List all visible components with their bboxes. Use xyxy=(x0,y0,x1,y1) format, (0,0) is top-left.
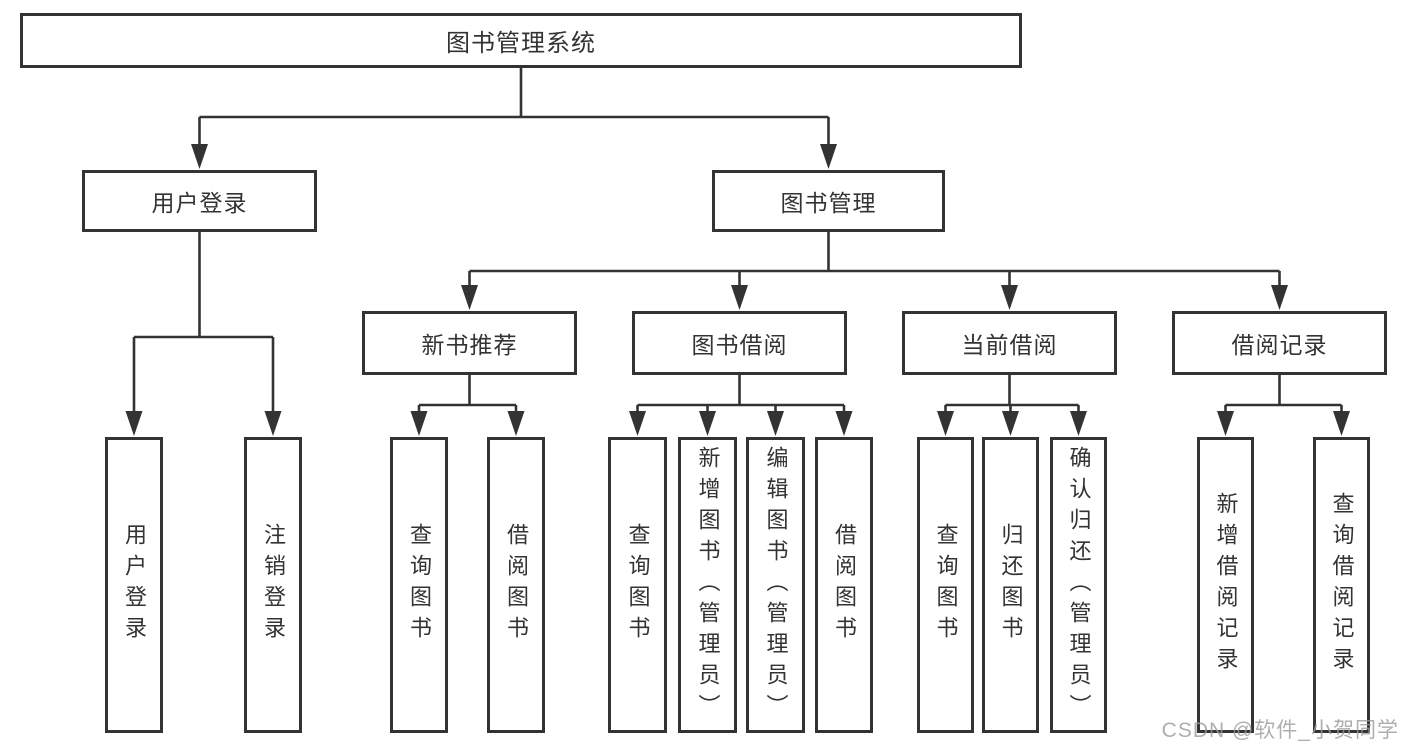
diagram-node-label: 用户登录 xyxy=(151,190,248,216)
diagram-node-label: 新增借阅记录 xyxy=(1213,492,1239,678)
diagram-node-leaf-bb-edit: 编辑图书（管理员） xyxy=(746,437,805,733)
diagram-node-leaf-nb-query: 查询图书 xyxy=(390,437,448,733)
diagram-node-label: 注销登录 xyxy=(261,523,286,647)
arrowhead-icon xyxy=(731,285,748,310)
diagram-node-current-borrow: 当前借阅 xyxy=(902,311,1117,375)
diagram-node-leaf-cb-return: 归还图书 xyxy=(982,437,1039,733)
arrowhead-icon xyxy=(191,144,208,169)
diagram-node-user-login: 用户登录 xyxy=(82,170,317,232)
diagram-node-book-mgmt: 图书管理 xyxy=(712,170,945,232)
diagram-node-label: 归还图书 xyxy=(998,523,1024,647)
arrowhead-icon xyxy=(1217,411,1234,436)
diagram-node-label: 图书借阅 xyxy=(691,332,788,358)
diagram-node-new-book: 新书推荐 xyxy=(362,311,577,375)
diagram-node-leaf-cb-confirm: 确认归还（管理员） xyxy=(1050,437,1107,733)
diagram-node-leaf-bb-add: 新增图书（管理员） xyxy=(678,437,737,733)
arrowhead-icon xyxy=(1001,285,1018,310)
diagram-node-label: 新增图书（管理员） xyxy=(695,445,721,725)
diagram-node-label: 借阅图书 xyxy=(504,523,529,647)
diagram-node-leaf-logout: 注销登录 xyxy=(244,437,302,733)
diagram-node-label: 用户登录 xyxy=(122,523,147,647)
arrowhead-icon xyxy=(767,411,784,436)
diagram-node-label: 当前借阅 xyxy=(961,332,1058,358)
diagram-node-leaf-bb-borrow: 借阅图书 xyxy=(815,437,873,733)
diagram-node-label: 编辑图书（管理员） xyxy=(763,445,789,725)
arrowhead-icon xyxy=(937,411,954,436)
arrowhead-icon xyxy=(835,411,853,436)
diagram-node-leaf-nb-borrow: 借阅图书 xyxy=(487,437,545,733)
arrowhead-icon xyxy=(410,411,428,436)
diagram-node-label: 查询图书 xyxy=(625,523,651,647)
diagram-node-leaf-cb-query: 查询图书 xyxy=(917,437,974,733)
diagram-node-label: 新书推荐 xyxy=(421,332,518,358)
arrowhead-icon xyxy=(264,411,282,436)
arrowhead-icon xyxy=(125,411,143,436)
watermark: CSDN @软件_小贺同学 xyxy=(1161,719,1399,742)
diagram-node-root: 图书管理系统 xyxy=(20,13,1022,68)
diagram-node-label: 图书管理 xyxy=(780,190,877,216)
arrowhead-icon xyxy=(629,411,646,436)
diagram-node-book-borrow: 图书借阅 xyxy=(632,311,847,375)
diagram-node-leaf-br-add: 新增借阅记录 xyxy=(1197,437,1254,733)
arrowhead-icon xyxy=(699,411,716,436)
diagram-node-label: 借阅记录 xyxy=(1231,332,1328,358)
arrowhead-icon xyxy=(507,411,525,436)
arrowhead-icon xyxy=(1002,411,1019,436)
diagram-node-leaf-bb-query: 查询图书 xyxy=(608,437,667,733)
diagram-node-label: 图书管理系统 xyxy=(446,30,596,57)
arrowhead-icon xyxy=(1333,411,1350,436)
arrowhead-icon xyxy=(1070,411,1087,436)
diagram-node-label: 查询图书 xyxy=(933,523,959,647)
diagram-node-label: 查询图书 xyxy=(407,523,432,647)
arrowhead-icon xyxy=(820,144,837,169)
diagram-node-label: 借阅图书 xyxy=(832,523,857,647)
arrowhead-icon xyxy=(1271,285,1288,310)
diagram-node-leaf-br-query: 查询借阅记录 xyxy=(1313,437,1370,733)
arrowhead-icon xyxy=(461,285,478,310)
diagram-node-label: 确认归还（管理员） xyxy=(1066,445,1092,725)
diagram-node-label: 查询借阅记录 xyxy=(1329,492,1355,678)
diagram-node-leaf-user-login: 用户登录 xyxy=(105,437,163,733)
diagram-node-borrow-record: 借阅记录 xyxy=(1172,311,1387,375)
